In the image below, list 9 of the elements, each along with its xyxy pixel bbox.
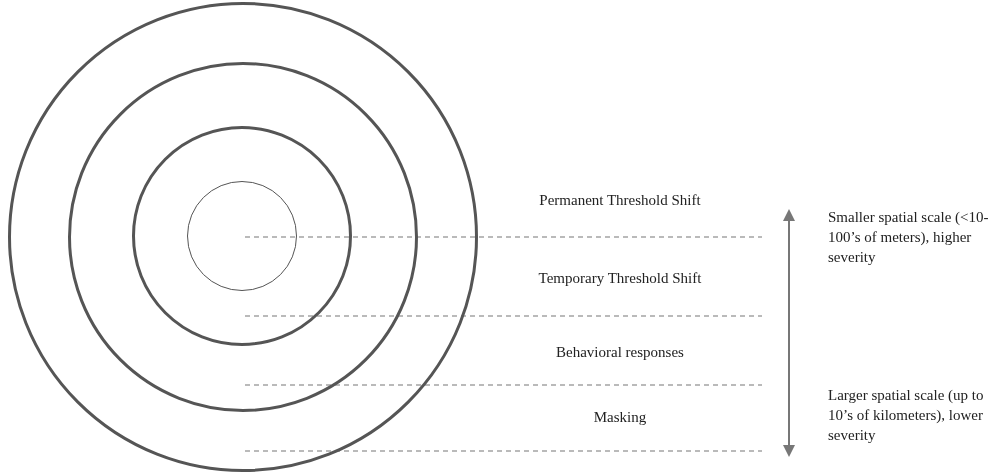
- band-label: Behavioral responses: [555, 343, 685, 362]
- band-label: Temporary Threshold Shift: [537, 269, 703, 288]
- ring-circle: [67, 61, 418, 412]
- scale-note: Larger spatial scale (up to 10’s of kilometers), lower severity: [828, 386, 985, 445]
- scale-note: Smaller spatial scale (<10-100’s of meters), higher severity: [828, 208, 990, 267]
- band-label: Permanent Threshold Shift: [538, 191, 702, 210]
- ring-circle: [132, 126, 352, 346]
- ring-circle: [8, 2, 478, 472]
- band-label: Masking: [592, 408, 648, 427]
